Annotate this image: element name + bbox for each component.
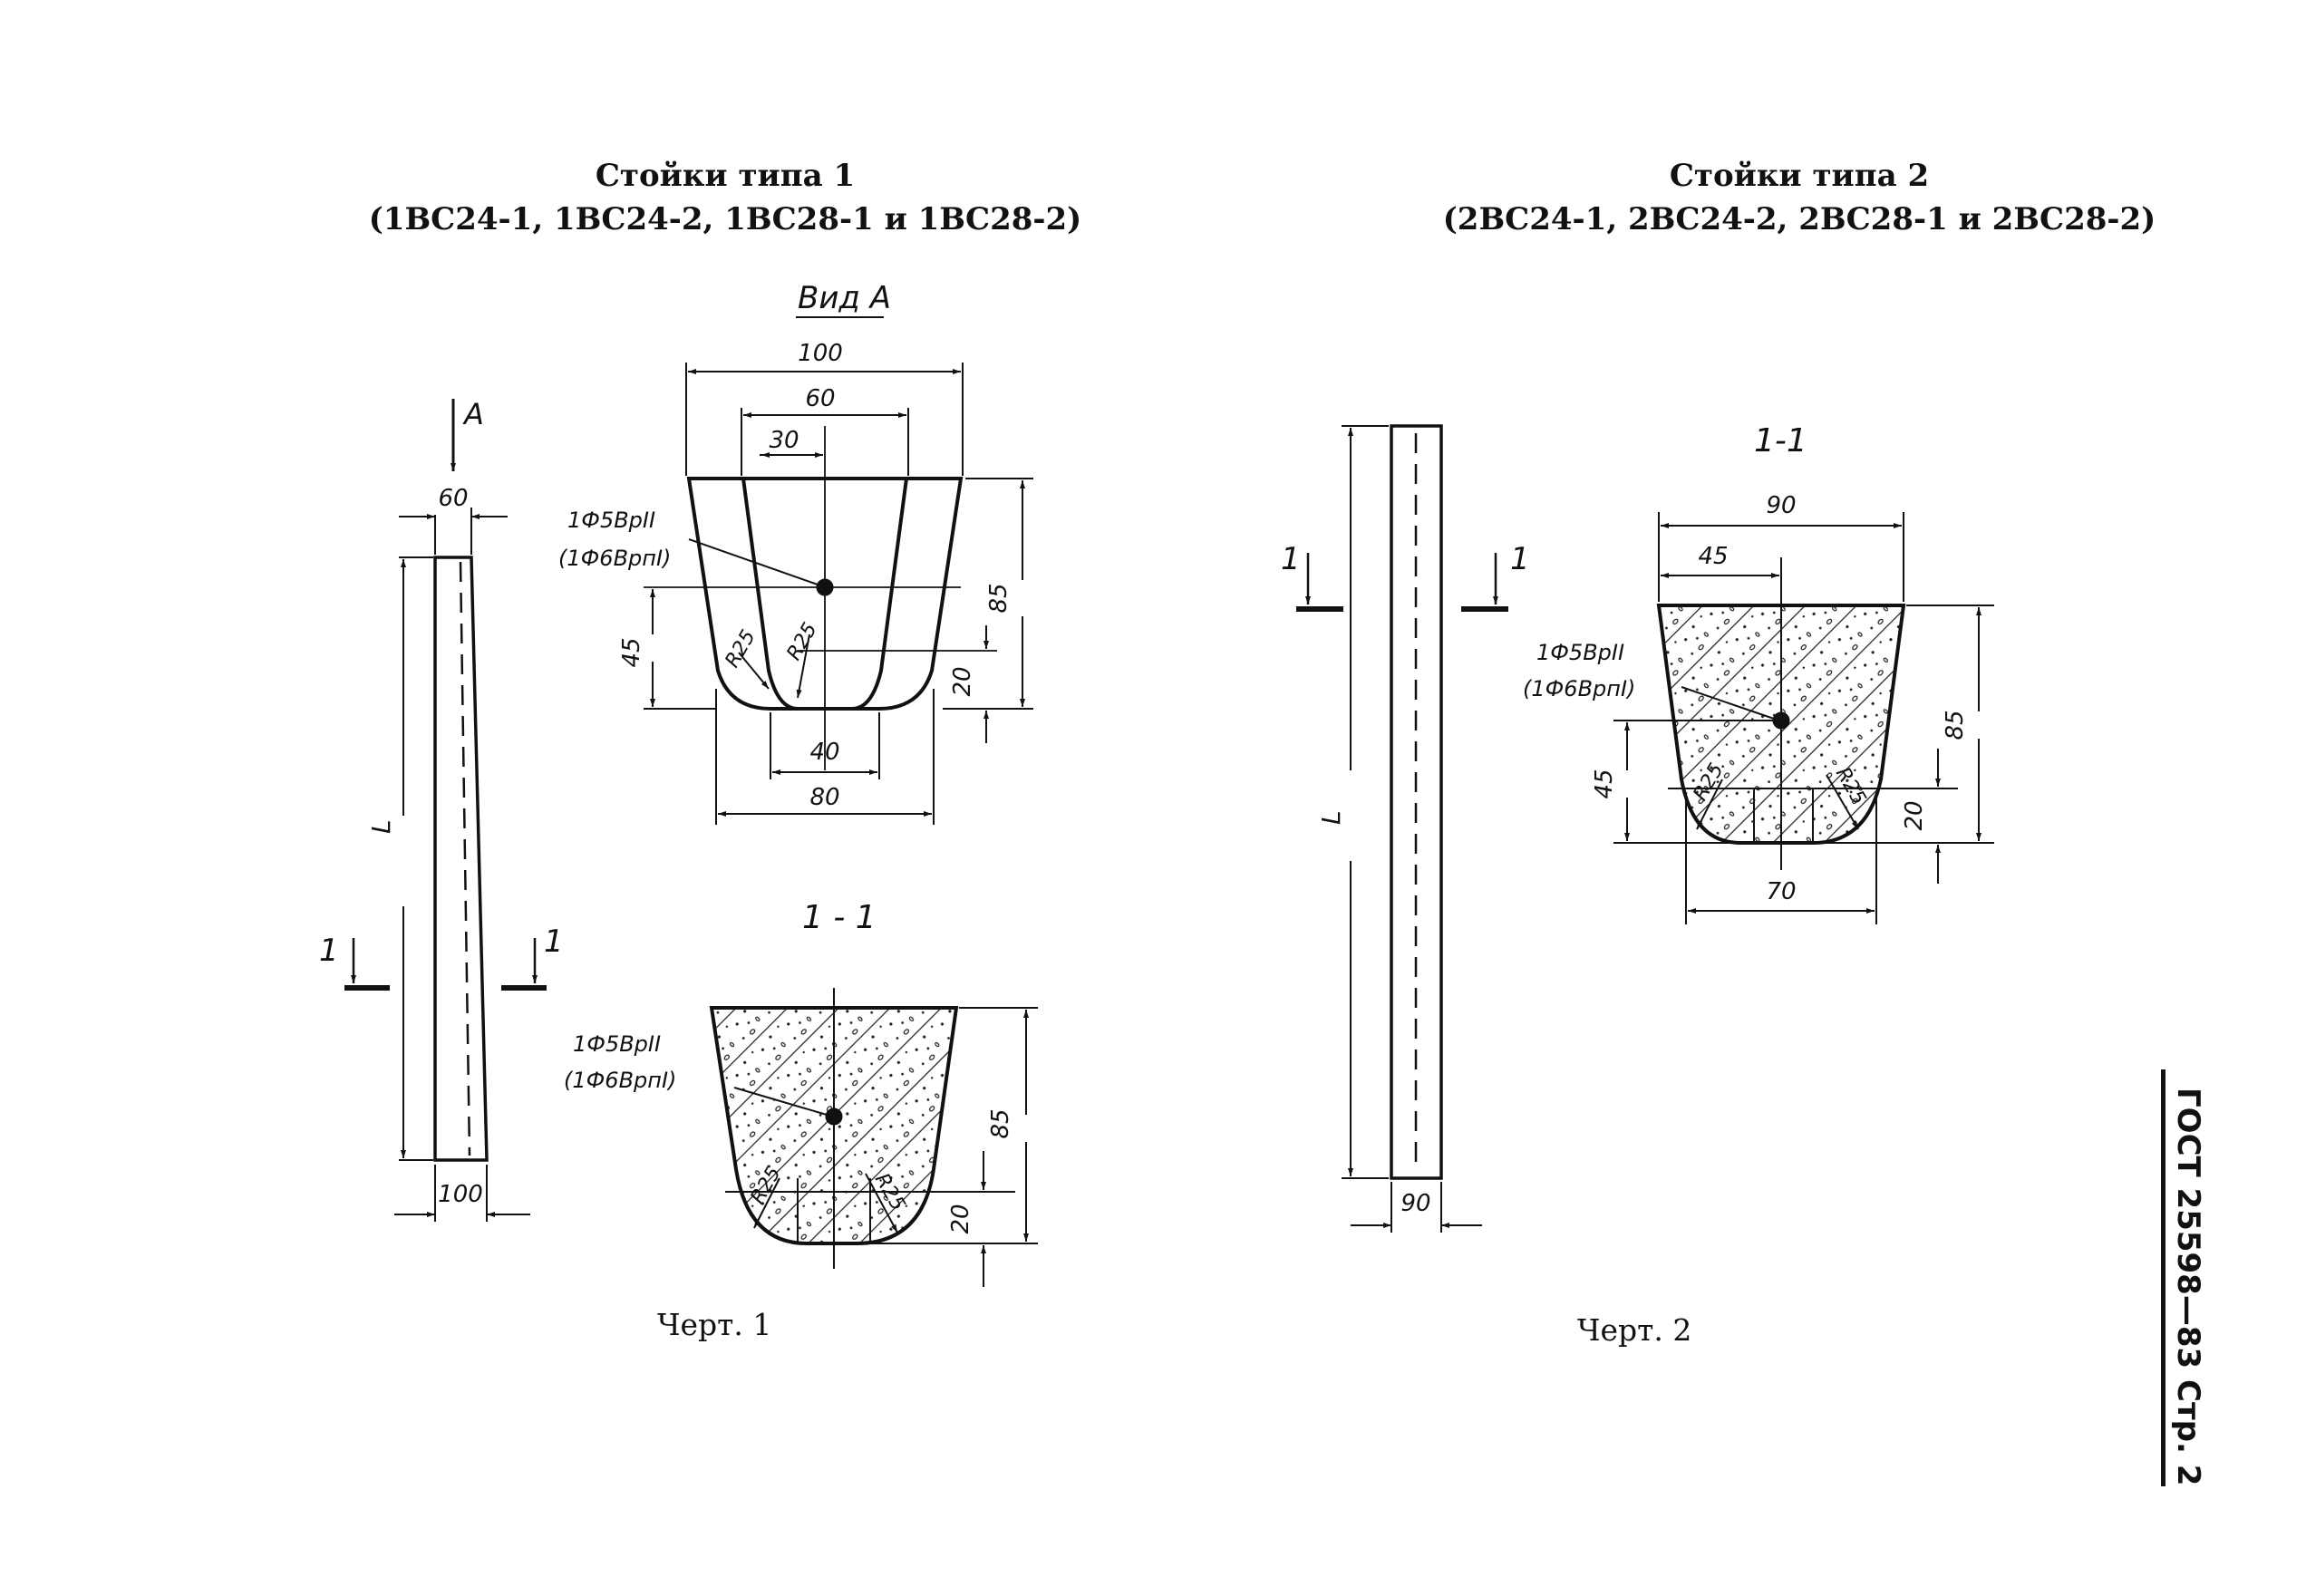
right-caption: Черт. 2 [1577,1312,1692,1348]
view-a-dim-20: 20 [949,666,976,696]
right-section-label: 1-1 [1754,422,1807,459]
view-a-radius-2: R25 [783,619,822,664]
stamp-rule [2161,1069,2166,1486]
left-section-rebar-label-2: (1Ф6ВрпI) [564,1068,676,1093]
view-a-rebar-label-2: (1Ф6ВрпI) [558,546,671,571]
view-a-dim-100: 100 [798,340,843,367]
view-a-dim-60: 60 [805,385,835,412]
left-top-width-label: 60 [438,485,468,512]
left-title: Стойки типа 1 (1ВС24-1, 1ВС24-2, 1ВС28-1… [317,154,1133,241]
left-section-label: 1 - 1 [802,899,877,936]
right-section-drawing [1613,512,1994,924]
view-a-dim-30: 30 [769,427,799,454]
view-a-dim-85: 85 [985,583,1013,613]
right-length-label: L [1316,810,1346,825]
right-title: Стойки типа 2 (2ВС24-1, 2ВС24-2, 2ВС28-1… [1391,154,2207,241]
right-title-line1: Стойки типа 2 [1669,158,1930,194]
right-section-dim-90: 90 [1766,492,1796,519]
view-a-drawing [644,363,1033,825]
right-cut-marker-left: 1 [1281,541,1301,577]
right-width-label: 90 [1400,1190,1430,1217]
right-section-dim-45: 45 [1698,543,1728,570]
right-section-dim-45-vertical: 45 [1591,769,1618,798]
left-caption: Черт. 1 [657,1307,772,1342]
view-a-dim-45: 45 [618,637,645,667]
left-section-drawing [709,988,1038,1287]
right-title-line2: (2ВС24-1, 2ВС24-2, 2ВС28-1 и 2ВС28-2) [1442,201,2156,237]
right-section-dim-85: 85 [1942,710,1969,740]
right-column-elevation [1296,424,1508,1233]
left-bottom-width-label: 100 [438,1181,483,1208]
view-a-rebar-label-1: 1Ф5ВрII [567,508,655,533]
view-a-dim-80: 80 [809,784,839,811]
left-section-dim-85: 85 [987,1108,1014,1138]
left-cut-marker-left: 1 [319,933,339,969]
view-a-label: Вид А [798,280,891,316]
left-section-dim-20: 20 [947,1204,974,1233]
right-section-rebar-label-1: 1Ф5ВрII [1536,640,1624,665]
left-column-elevation [344,399,547,1222]
view-a-dim-40: 40 [809,739,839,766]
stamp-text: ГОСТ 25598—83 Стр. 2 [2170,1088,2206,1486]
left-title-line2: (1ВС24-1, 1ВС24-2, 1ВС28-1 и 1ВС28-2) [368,201,1082,237]
right-section-rebar-label-2: (1Ф6ВрпI) [1523,676,1635,701]
left-arrow-label: А [462,397,484,431]
view-a-radius-1: R25 [722,626,761,672]
left-length-label: L [366,819,396,834]
left-cut-marker-right: 1 [544,924,564,960]
right-section-dim-20: 20 [1901,800,1928,830]
right-cut-marker-right: 1 [1510,541,1530,577]
document-stamp: ГОСТ 25598—83 Стр. 2 [2161,1069,2215,1486]
right-section-dim-70: 70 [1766,878,1796,905]
left-title-line1: Стойки типа 1 [595,158,856,194]
left-section-rebar-label-1: 1Ф5ВрII [573,1031,661,1057]
